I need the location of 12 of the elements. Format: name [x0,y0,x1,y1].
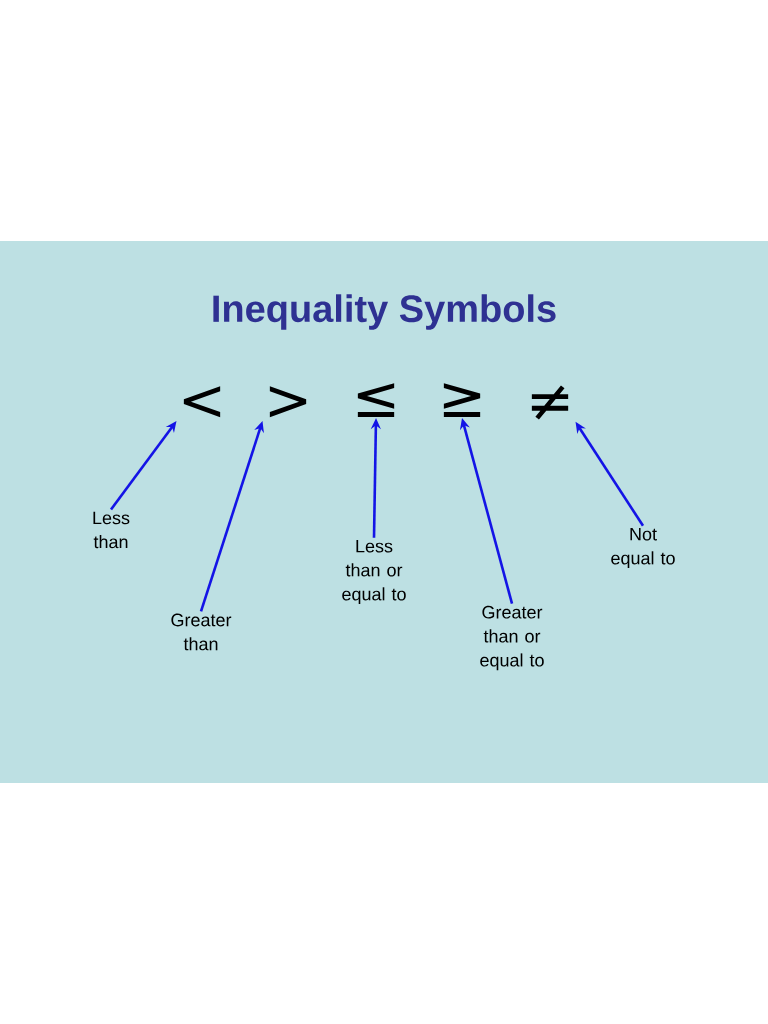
inequality-symbol: > [269,386,307,418]
symbol-label: Greater than [171,613,232,651]
inequality-symbol: ≠ [531,385,569,420]
symbol-label: Not equal to [611,527,675,569]
inequality-symbol: ≤ [357,383,395,417]
symbol-label: Less than or equal to [342,539,406,605]
arrow [109,421,177,511]
symbol-label: Greater than or equal to [480,605,544,671]
symbol-label: Less than [93,511,130,549]
inequality-symbol: < [183,386,221,418]
inequality-symbol: ≥ [443,383,481,417]
title: Inequality Symbols [213,294,556,330]
